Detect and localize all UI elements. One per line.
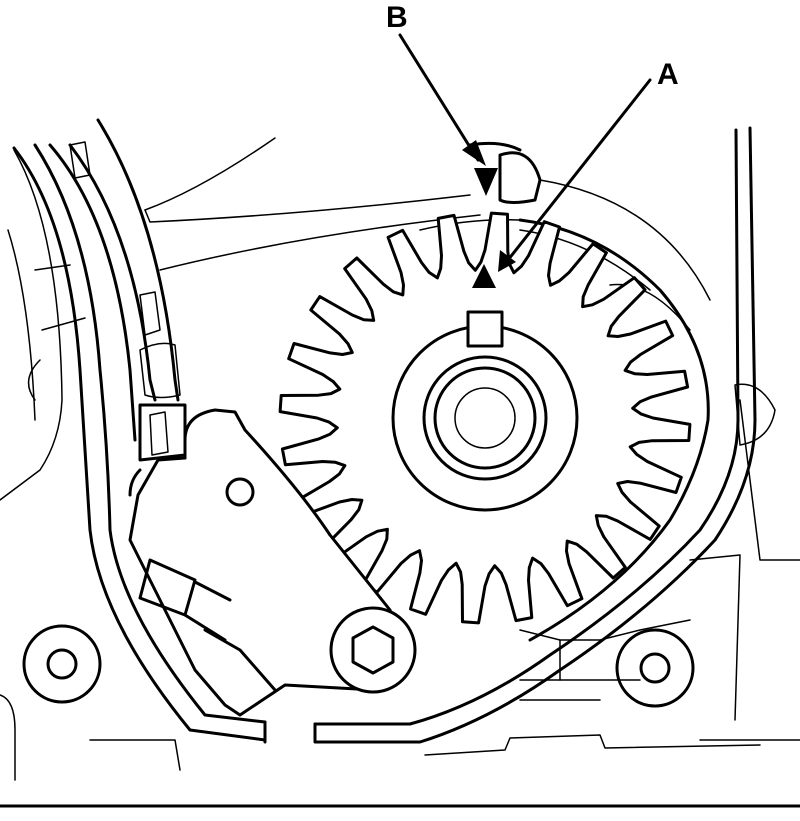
crankshaft-bore bbox=[454, 387, 516, 449]
callout-arrow-b bbox=[398, 33, 498, 196]
idler-pulley-left bbox=[22, 624, 102, 704]
belt-tensioner bbox=[128, 403, 417, 717]
crankshaft-inner-ring bbox=[433, 366, 537, 470]
tensioner-bolt-washer bbox=[329, 606, 417, 694]
tensioner-pivot-hole bbox=[225, 477, 255, 507]
callout-arrow-a bbox=[498, 78, 652, 272]
sprocket-teeth bbox=[278, 211, 692, 625]
crankshaft-outer-ring bbox=[422, 355, 548, 481]
timing-belt bbox=[12, 118, 757, 744]
idler-pulley-right bbox=[615, 628, 695, 708]
tensioner-bolt-hex bbox=[351, 625, 395, 675]
callout-label-a: A bbox=[657, 58, 679, 91]
sprocket-mark-triangle bbox=[472, 264, 496, 288]
belt-mark-triangle bbox=[474, 168, 498, 196]
crankshaft-sprocket bbox=[278, 211, 692, 625]
key-slot bbox=[466, 310, 504, 348]
callout-label-b: B bbox=[386, 1, 408, 34]
